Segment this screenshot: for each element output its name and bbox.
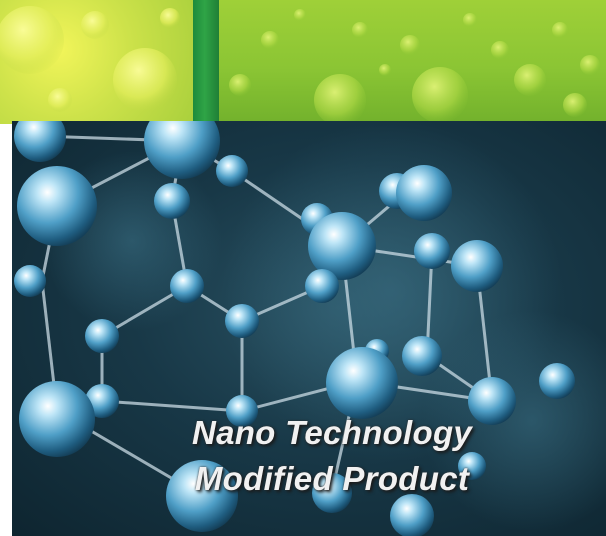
caption-line-1: Nano Technology: [191, 414, 473, 451]
product-caption: Nano Technology Modified Product: [122, 410, 542, 502]
caption-line-2: Modified Product: [194, 460, 470, 497]
banner-right-panel: [218, 0, 606, 124]
molecule-structure: [14, 121, 606, 536]
molecule-panel: [12, 121, 606, 536]
water-droplets: [0, 6, 600, 124]
banner-divider-stripe: [193, 0, 219, 124]
